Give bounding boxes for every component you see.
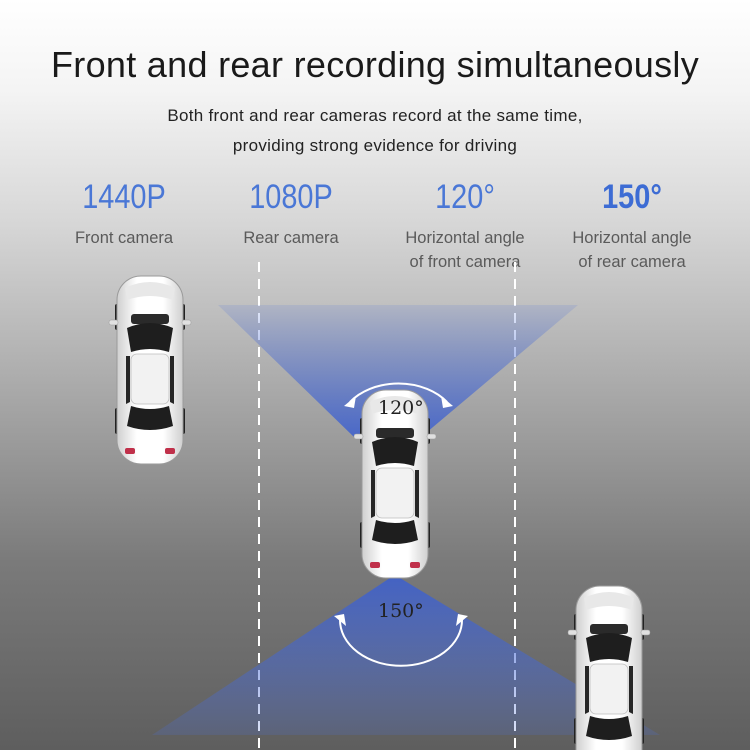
- front-angle-label: 120°: [378, 397, 424, 419]
- car-right: [567, 585, 651, 750]
- spec-front-resolution-label: Front camera: [74, 229, 174, 247]
- front-angle-arc: [349, 382, 448, 403]
- spec-rear-resolution: 1080P: [249, 178, 333, 216]
- rear-camera-beam: [152, 578, 660, 735]
- front-camera-beam: [218, 305, 578, 438]
- subtitle-line-2: providing strong evidence for driving: [232, 136, 518, 155]
- car-left: [108, 275, 192, 465]
- rear-angle-arc: [339, 619, 463, 667]
- spec-front-angle: 120°: [435, 178, 495, 216]
- rear-angle-label: 150°: [378, 600, 424, 622]
- spec-rear-angle: 150°: [602, 178, 662, 216]
- spec-front-resolution: 1440P: [82, 178, 166, 216]
- subtitle-line-1: Both front and rear cameras record at th…: [167, 106, 583, 125]
- spec-rear-resolution-label: Rear camera: [243, 229, 339, 247]
- page-title: Front and rear recording simultaneously: [50, 44, 699, 85]
